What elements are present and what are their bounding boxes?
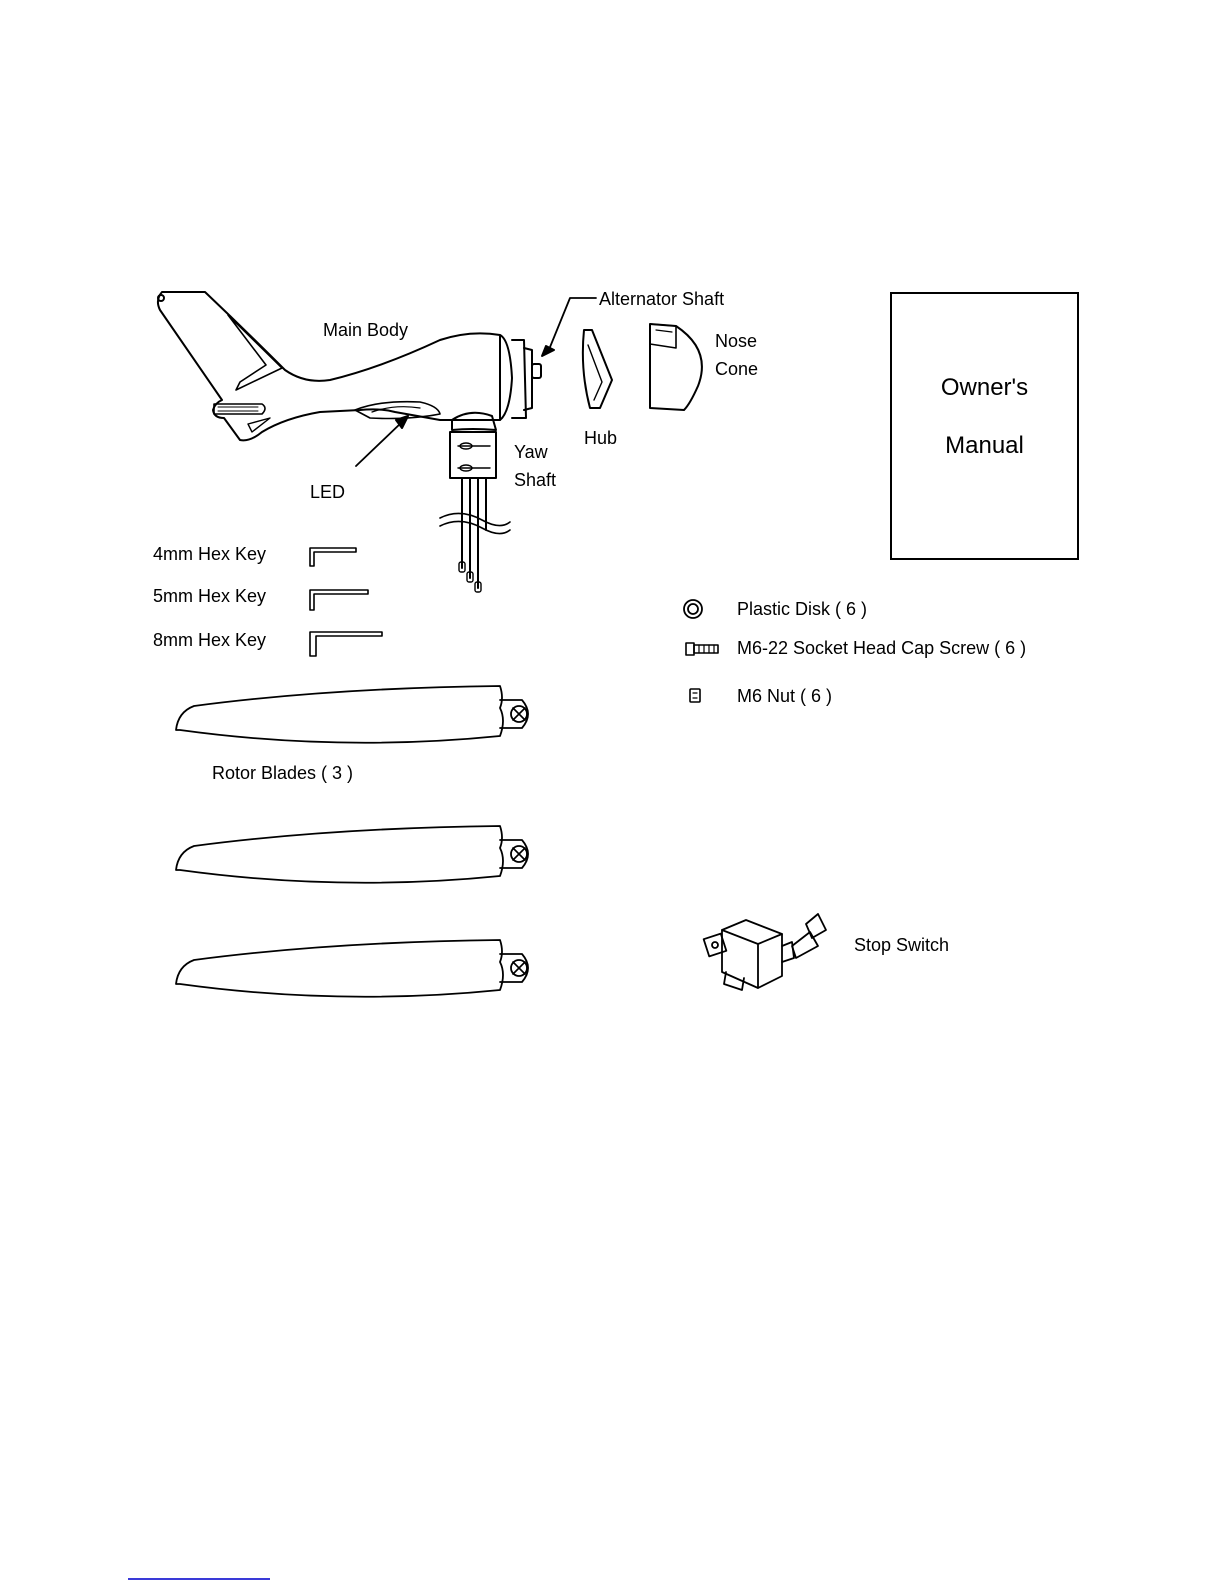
label-hex-5mm: 5mm Hex Key [153,585,266,607]
owners-manual-box: Owner's Manual [890,292,1079,560]
manual-line-1: Owner's [892,374,1077,402]
hub-illustration [583,330,612,408]
label-stop-switch: Stop Switch [854,934,949,956]
label-plastic-disk: Plastic Disk ( 6 ) [737,598,867,620]
label-yaw: Yaw [514,441,548,463]
label-main-body: Main Body [323,319,408,341]
rotor-blades [176,686,528,997]
screw-icon [686,643,718,655]
hex-keys [310,548,382,656]
label-hex-4mm: 4mm Hex Key [153,543,266,565]
label-led: LED [310,481,345,503]
label-cone: Cone [715,358,758,380]
yaw-shaft-illustration [440,432,510,592]
label-nose: Nose [715,330,757,352]
stop-switch-illustration [704,914,826,990]
footer-rule [128,1578,270,1580]
label-nut: M6 Nut ( 6 ) [737,685,832,707]
label-rotor-blades: Rotor Blades ( 3 ) [212,762,353,784]
label-shaft: Shaft [514,469,556,491]
label-screw: M6-22 Socket Head Cap Screw ( 6 ) [737,637,1026,659]
rotor-blade [176,826,528,883]
main-body-illustration [158,292,541,440]
nut-icon [690,689,700,702]
nose-cone-illustration [650,324,702,410]
rotor-blade [176,686,528,743]
label-alternator-shaft: Alternator Shaft [599,288,724,310]
manual-line-2: Manual [892,432,1077,460]
label-hub: Hub [584,427,617,449]
label-hex-8mm: 8mm Hex Key [153,629,266,651]
plastic-disk-icon [684,600,702,618]
rotor-blade [176,940,528,997]
